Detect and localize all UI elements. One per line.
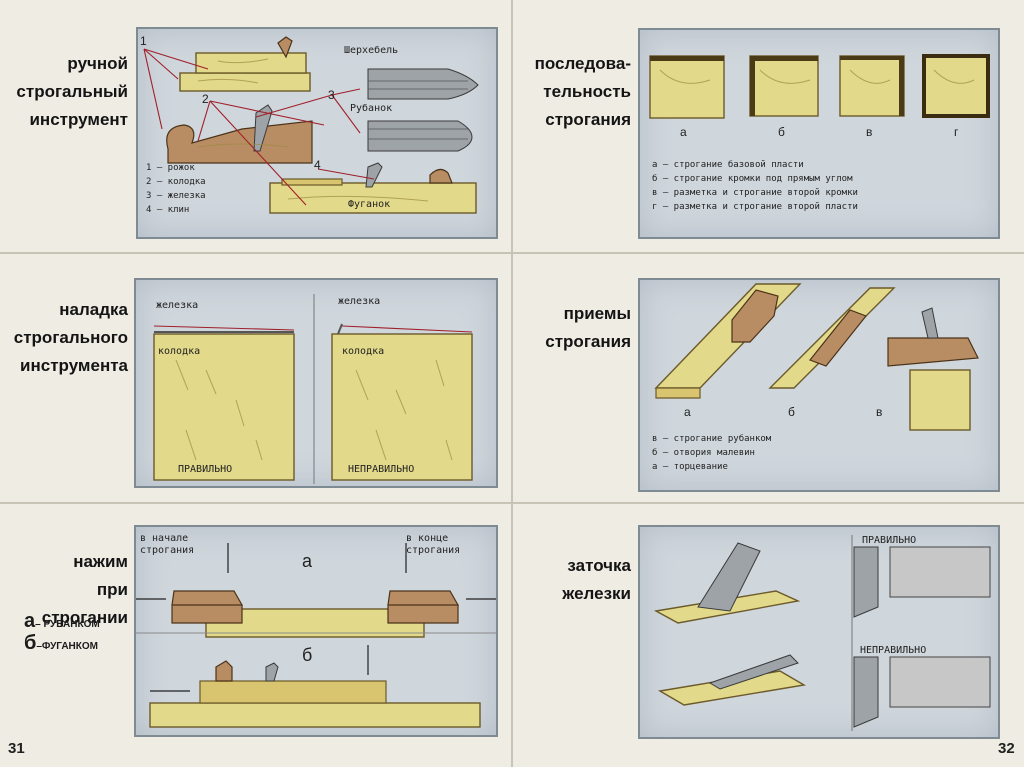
techniques-legend: в — строгание рубанком б — отвория малев… xyxy=(652,432,771,474)
techniques-panel: а б в в — строгание рубанком б — отвория… xyxy=(638,278,1000,492)
plane-pressure-a-start xyxy=(172,591,242,623)
plane-technique-a xyxy=(732,290,778,342)
setup-drawing: железка колодка железка колодка ПРАВИЛЬН… xyxy=(136,280,496,486)
sharpening-title: заточка железки xyxy=(515,552,631,608)
pressure-letter-a: а xyxy=(302,551,313,571)
end-note-line1: в конце xyxy=(406,533,448,544)
setup-panel: железка колодка железка колодка ПРАВИЛЬН… xyxy=(134,278,498,488)
board-technique-v xyxy=(910,370,970,430)
svg-text:в: в xyxy=(876,405,882,419)
board-pressure-b xyxy=(150,703,480,727)
svg-text:б: б xyxy=(788,405,795,419)
row-divider-1 xyxy=(0,252,1024,254)
sharpening-panel: ПРАВИЛЬНО НЕПРАВИЛЬНО xyxy=(638,525,1000,739)
rubanok-label: Рубанок xyxy=(350,102,392,114)
board-g xyxy=(924,56,988,116)
sherhebel-top xyxy=(196,53,306,73)
correct-block-label: колодка xyxy=(158,346,200,357)
sharpening-drawing: ПРАВИЛЬНО НЕПРАВИЛЬНО xyxy=(640,527,998,737)
callout-4: 4 xyxy=(314,158,321,172)
board-v xyxy=(840,56,904,116)
sequence-title: последова- тельность строгания xyxy=(515,50,631,134)
sherhebel-body xyxy=(180,73,310,91)
plane-technique-v xyxy=(888,338,978,366)
fuganok-handle xyxy=(430,169,452,183)
pressure-letter-b: б xyxy=(302,645,312,665)
pressure-panel: в начале строгания в конце строгания а б xyxy=(134,525,498,737)
callout-1: 1 xyxy=(140,34,147,48)
incorrect-block-label: колодка xyxy=(342,346,384,357)
rubanok-iron-detail xyxy=(368,121,472,151)
sharpening-correct-label: ПРАВИЛЬНО xyxy=(862,535,916,546)
page-number-left: 31 xyxy=(8,740,25,757)
fuganok-label: Фуганок xyxy=(348,199,390,210)
sherhebel-label: Шерхебель xyxy=(344,44,398,56)
board-b xyxy=(750,56,818,116)
correct-label: ПРАВИЛЬНО xyxy=(178,464,232,475)
plane-pressure-a-end xyxy=(388,591,458,623)
board-a xyxy=(650,56,724,118)
callout-3: 3 xyxy=(328,88,335,102)
svg-text:а: а xyxy=(684,405,691,419)
fuganok-pressure-b xyxy=(200,681,386,703)
setup-title: наладка строгального инструмента xyxy=(10,296,128,380)
pressure-drawing: в начале строгания в конце строгания а б xyxy=(136,527,496,735)
page-number-right: 32 xyxy=(998,740,1015,757)
plane-technique-b xyxy=(810,310,866,366)
techniques-title: приемы строгания xyxy=(515,300,631,356)
row-divider-2 xyxy=(0,502,1024,504)
board-technique-a xyxy=(656,284,800,388)
rubanok-body xyxy=(167,121,312,163)
pressure-subtitles: а– РУБАНКОМ б–ФУГАНКОМ xyxy=(24,612,134,656)
correct-iron-label: железка xyxy=(156,300,198,311)
incorrect-iron-label: железка xyxy=(338,296,380,307)
svg-text:в: в xyxy=(866,125,872,139)
end-note-line2: строгания xyxy=(406,545,460,556)
hand-tools-title: ручной строгальный инструмент xyxy=(10,50,128,134)
start-note-line1: в начале xyxy=(140,533,188,544)
sequence-panel: а б в г а — строгание базовой пласти б —… xyxy=(638,28,1000,239)
sequence-legend: а — строгание базовой пласти б — строган… xyxy=(652,158,858,214)
svg-text:а: а xyxy=(680,125,687,139)
svg-text:б: б xyxy=(778,125,785,139)
sharpening-incorrect-label: НЕПРАВИЛЬНО xyxy=(860,645,926,656)
sequence-drawing: а б в г xyxy=(640,30,998,150)
hand-tools-panel: 1 2 3 4 Шерхебель Рубанок Фуганок 1 — ро… xyxy=(136,27,498,239)
callout-2: 2 xyxy=(202,92,209,106)
svg-text:г: г xyxy=(954,125,959,139)
start-note-line2: строгания xyxy=(140,545,194,556)
parts-legend: 1 — рожок 2 — колодка 3 — железка 4 — кл… xyxy=(146,161,206,217)
sherhebel-iron-detail xyxy=(368,69,478,99)
page-divider xyxy=(511,0,513,767)
incorrect-label: НЕПРАВИЛЬНО xyxy=(348,464,414,475)
